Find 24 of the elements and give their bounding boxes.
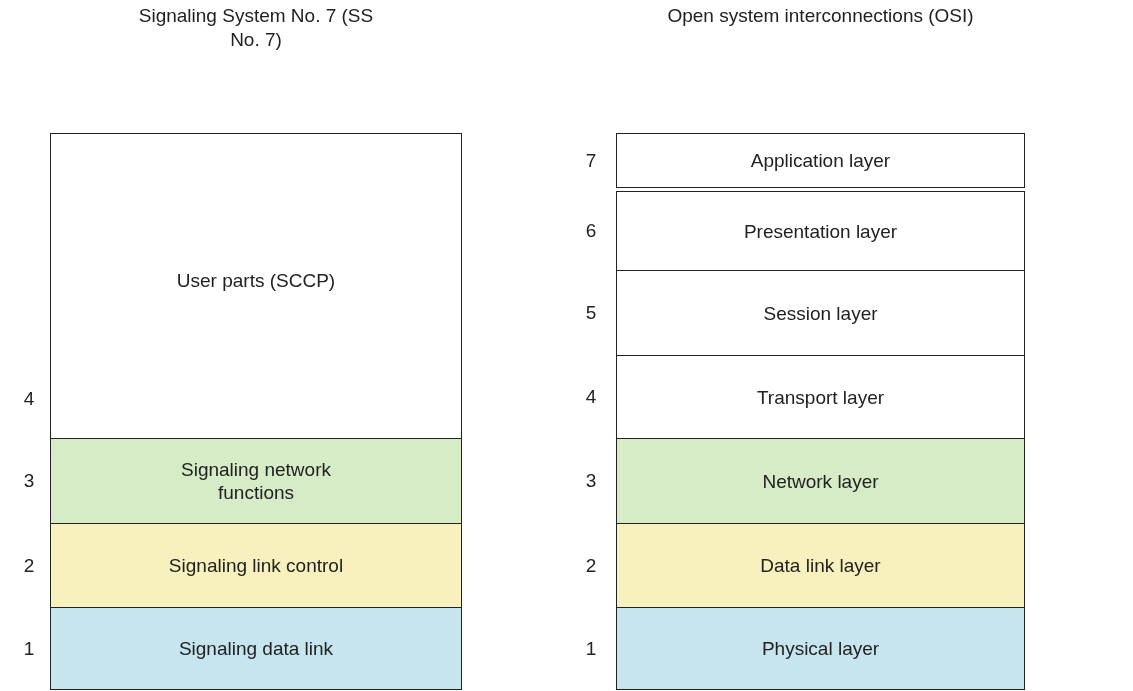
layer-number: 4 — [584, 386, 598, 408]
layer-number: 7 — [584, 149, 598, 172]
layer-name: Physical layer — [761, 637, 880, 660]
layer-name: Network layer — [762, 469, 879, 493]
layer-name: Signaling link control — [168, 554, 344, 577]
layer-number: 3 — [22, 470, 36, 492]
stack-heading: Signaling System No. 7 (SS No. 7) — [137, 4, 375, 52]
layer-name: Signaling data link — [178, 637, 334, 660]
layer-number: 2 — [584, 554, 598, 577]
layer-number: 4 — [22, 388, 36, 410]
layer-number: 5 — [584, 302, 598, 324]
layer-name: Session layer — [763, 301, 878, 325]
layer-name: Signaling network functions — [180, 458, 332, 504]
layer-name: Transport layer — [756, 385, 885, 409]
layer-number: 1 — [22, 637, 36, 660]
layer-number: 2 — [22, 554, 36, 577]
layer-name: Application layer — [750, 149, 891, 172]
stack-heading: Open system interconnections (OSI) — [666, 4, 975, 28]
layer-name: Presentation layer — [743, 219, 898, 243]
layer-number: 6 — [584, 220, 598, 242]
layer-name: User parts (SCCP) — [176, 268, 336, 292]
layer-name: Data link layer — [760, 554, 881, 577]
layer-number: 1 — [584, 637, 598, 660]
layer-number: 3 — [584, 470, 598, 492]
